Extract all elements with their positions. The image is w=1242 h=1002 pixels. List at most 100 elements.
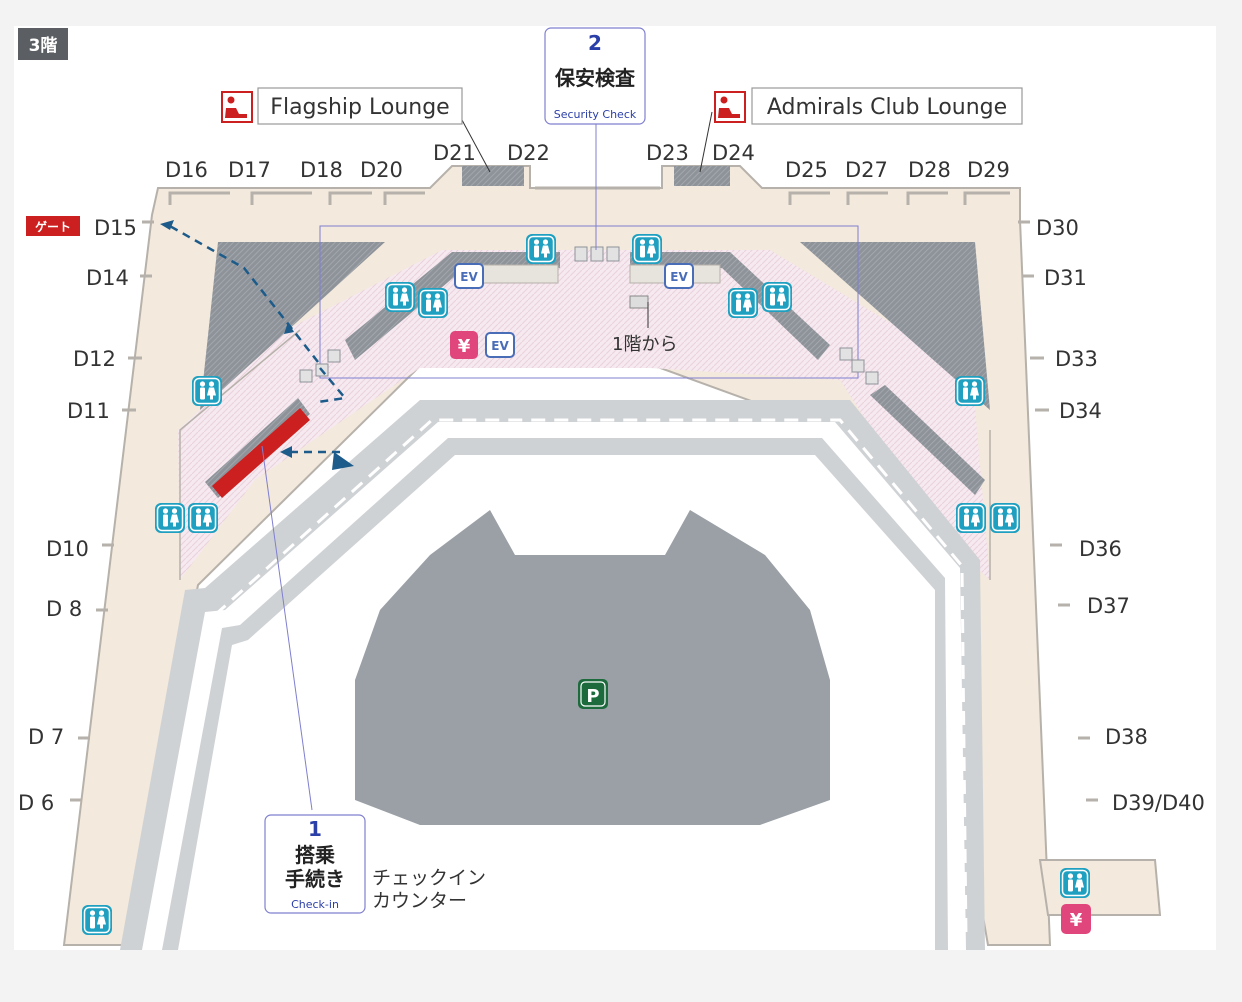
gate-label: D29	[967, 158, 1010, 182]
checkin-counter-line2: カウンター	[372, 890, 467, 912]
flagship-callout-line	[461, 119, 491, 173]
restroom-icon	[384, 281, 416, 313]
restroom-icon	[954, 375, 986, 407]
gate-label: D23	[646, 141, 689, 165]
route-arrowhead-1	[280, 446, 292, 458]
security-check-box: 2 保安検査 Security Check	[544, 27, 646, 125]
gate-label: D21	[433, 141, 476, 165]
road-center-line	[213, 418, 968, 941]
restroom-icon	[191, 375, 223, 407]
svg-text:EV: EV	[670, 270, 688, 284]
svg-text:¥: ¥	[1070, 910, 1083, 931]
gate-label: D20	[360, 158, 403, 182]
security-title: 保安検査	[554, 66, 635, 90]
building-block-top-left	[462, 166, 524, 186]
checkin-counter-line1: チェックイン	[372, 867, 486, 889]
restroom-icon	[417, 287, 449, 319]
security-number: 2	[588, 31, 602, 55]
lounge-icon	[221, 91, 253, 123]
gate-label: D 8	[46, 597, 82, 621]
gate-label: D12	[73, 347, 116, 371]
gate-label: D31	[1044, 266, 1087, 290]
gate-label: D30	[1036, 216, 1079, 240]
gate-label: D14	[86, 266, 129, 290]
checkin-callout-line	[261, 445, 313, 811]
corridor-extension	[1038, 859, 1162, 916]
jet-bridges	[168, 186, 1010, 205]
gate-label: D28	[908, 158, 951, 182]
gate-label: D24	[712, 141, 755, 165]
restroom-icon	[1059, 867, 1091, 899]
parking-building	[355, 510, 830, 825]
gate-label: D27	[845, 158, 888, 182]
ev-bar-left	[479, 264, 559, 284]
restroom-icon	[154, 502, 186, 534]
currency-exchange-icon: ¥	[1061, 904, 1091, 934]
floor-label: 3階	[18, 28, 68, 60]
checkin-box: 1 搭乗 手続き Check-in	[264, 814, 366, 914]
gate-label: D18	[300, 158, 343, 182]
restroom-icon	[81, 904, 113, 936]
building-block-left	[200, 242, 385, 410]
svg-text:P: P	[586, 686, 599, 707]
stairs-icon	[629, 295, 649, 309]
svg-text:3階: 3階	[29, 36, 58, 56]
gate-label: D36	[1079, 537, 1122, 561]
gate-label: D10	[46, 537, 89, 561]
route-path	[167, 223, 348, 454]
restroom-icon	[727, 287, 759, 319]
side-jet-bridges	[70, 220, 1098, 802]
gate-label: D25	[785, 158, 828, 182]
building-block-right	[800, 242, 990, 410]
gate-label: D22	[507, 141, 550, 165]
gate-label: D16	[165, 158, 208, 182]
gate-label: D 7	[28, 725, 64, 749]
elevator-icon: EV	[485, 332, 515, 358]
restroom-icon	[525, 233, 557, 265]
svg-text:¥: ¥	[458, 336, 471, 357]
gate-label: D17	[228, 158, 271, 182]
restroom-icon	[761, 281, 793, 313]
restroom-icon	[955, 502, 987, 534]
elevator-icon: EV	[454, 263, 484, 289]
building-block-top-right	[674, 166, 730, 186]
gate-tag: ゲート	[26, 216, 80, 236]
gate-label: D11	[67, 399, 110, 423]
gate-label: D 6	[18, 791, 54, 815]
gate-labels: D16 D17 D18 D20 D21 D22 D23 D24 D25 D27 …	[18, 141, 1205, 815]
route-arrowhead-2	[160, 220, 174, 230]
gate-label: D38	[1105, 725, 1148, 749]
gate-label: D34	[1059, 399, 1102, 423]
checkin-subtitle: Check-in	[291, 898, 339, 911]
restroom-icon	[187, 502, 219, 534]
from-first-floor-label: 1階から	[612, 334, 677, 355]
elevator-icon: EV	[664, 263, 694, 289]
gate-label: D39/D40	[1112, 791, 1205, 815]
route-arrowhead-3	[284, 322, 294, 334]
security-zone-outline	[319, 225, 859, 379]
gate-label: D37	[1087, 594, 1130, 618]
security-subtitle: Security Check	[554, 108, 637, 121]
svg-text:Admirals Club Lounge: Admirals Club Lounge	[767, 95, 1007, 120]
svg-text:EV: EV	[491, 339, 509, 353]
svg-text:ゲート: ゲート	[35, 219, 71, 234]
lounge-icon	[714, 91, 746, 123]
svg-text:Flagship Lounge: Flagship Lounge	[270, 95, 449, 120]
gate-label: D33	[1055, 347, 1098, 371]
checkin-line1: 搭乗	[295, 843, 335, 867]
restroom-icon	[631, 233, 663, 265]
restroom-icon	[989, 502, 1021, 534]
checkin-number: 1	[308, 817, 322, 841]
admirals-callout-line	[699, 111, 713, 173]
currency-exchange-icon: ¥	[450, 331, 478, 359]
admirals-lounge-label: Admirals Club Lounge	[751, 87, 1023, 125]
checkin-line2: 手続き	[285, 867, 345, 891]
flagship-lounge-label: Flagship Lounge	[257, 87, 463, 125]
parking-icon: P	[578, 679, 608, 709]
security-gates	[299, 246, 879, 385]
start-marker	[332, 452, 354, 470]
building-block-lower-right	[870, 385, 985, 495]
checkin-counter-bar	[212, 408, 310, 498]
